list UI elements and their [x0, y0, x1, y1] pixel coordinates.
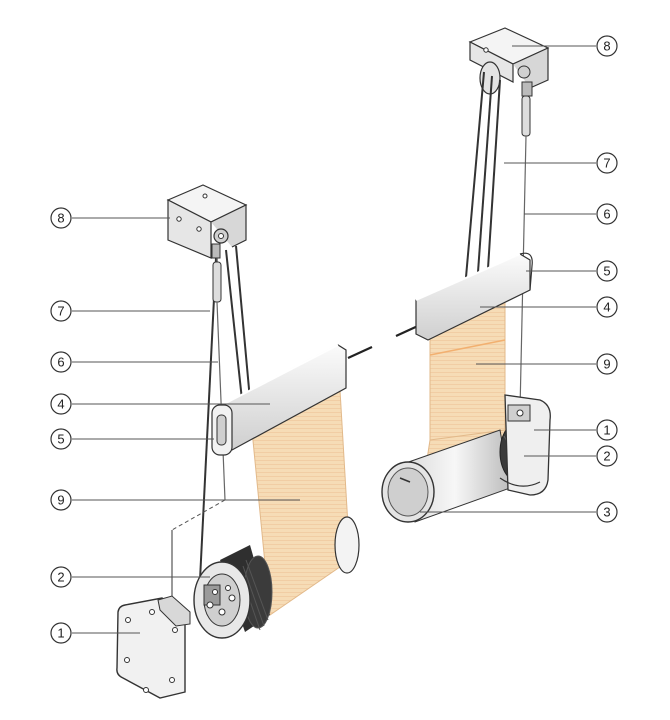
callout-bubble: 2	[596, 445, 618, 467]
callout-bubble: 5	[50, 428, 72, 450]
callout-label: 9	[57, 493, 64, 508]
right-roller-tube	[381, 429, 511, 523]
left-roller-drum	[193, 545, 273, 639]
left-assembly	[116, 184, 360, 699]
callout-bubble: 4	[596, 296, 618, 318]
callout-label: 8	[603, 39, 610, 54]
callout-bubble: 9	[596, 353, 618, 375]
left-ceiling-bracket	[166, 184, 248, 259]
callout-label: 5	[603, 264, 610, 279]
callout-label: 6	[603, 207, 610, 222]
callout-label: 6	[57, 355, 64, 370]
left-cords	[171, 245, 251, 600]
left-side-plate	[116, 595, 191, 699]
leader-lines	[72, 45, 596, 634]
callout-bubble: 8	[50, 207, 72, 229]
callout-label: 2	[603, 449, 610, 464]
callouts: 8 7 6 4 5 9 2 1 8 7 6 5 4 9 1 2 3	[50, 35, 618, 644]
callout-bubble: 1	[596, 419, 618, 441]
left-bottom-bar	[211, 344, 347, 456]
callout-bubble: 1	[50, 622, 72, 644]
callout-bubble: 4	[50, 393, 72, 415]
callout-bubble: 7	[596, 152, 618, 174]
callout-label: 7	[57, 304, 64, 319]
callout-label: 4	[603, 300, 610, 315]
callout-label: 8	[57, 211, 64, 226]
callout-bubble: 3	[596, 501, 618, 523]
break-line	[347, 324, 421, 359]
right-bottom-bar	[415, 252, 533, 341]
callout-label: 7	[603, 156, 610, 171]
callout-label: 4	[57, 397, 64, 412]
callout-bubble: 9	[50, 489, 72, 511]
callout-bubble: 8	[596, 35, 618, 57]
callout-label: 1	[603, 423, 610, 438]
right-spring-drum	[499, 394, 551, 496]
callout-bubble: 7	[50, 300, 72, 322]
callout-bubble: 2	[50, 566, 72, 588]
callout-bubble: 6	[50, 351, 72, 373]
callout-label: 5	[57, 432, 64, 447]
callout-label: 9	[603, 357, 610, 372]
callout-bubble: 5	[596, 260, 618, 282]
callout-label: 2	[57, 570, 64, 585]
callout-bubble: 6	[596, 203, 618, 225]
right-assembly	[381, 27, 551, 523]
callout-label: 1	[57, 626, 64, 641]
callout-label: 3	[603, 505, 610, 520]
right-ceiling-bracket	[468, 27, 550, 97]
